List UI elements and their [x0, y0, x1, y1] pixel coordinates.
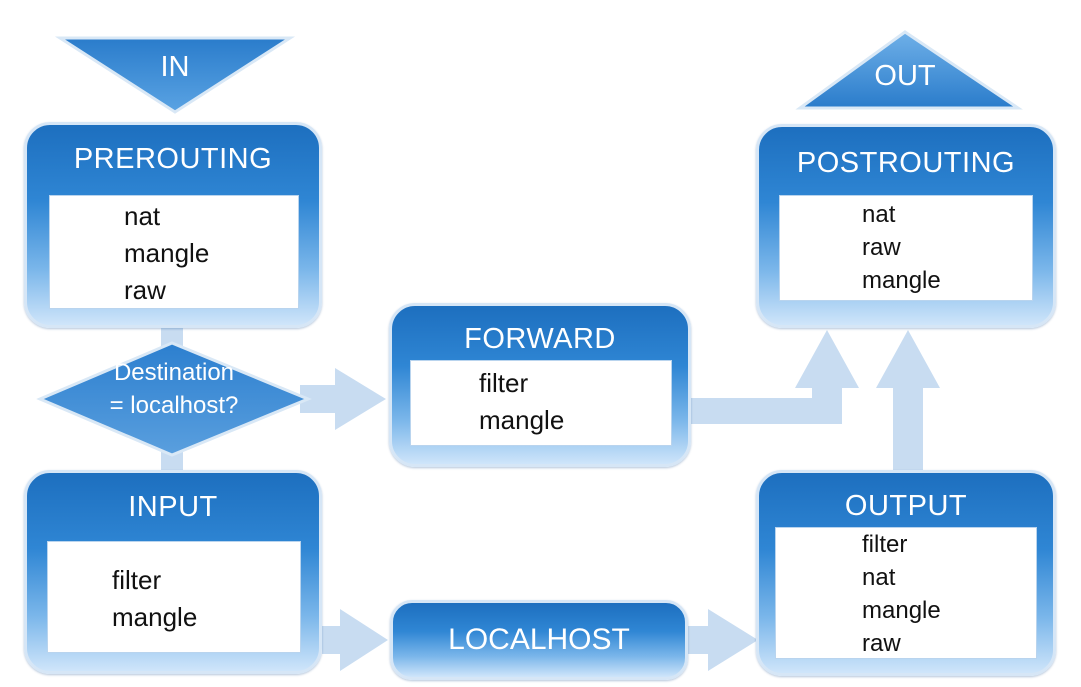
output-to-postrouting-arrow — [876, 330, 940, 470]
prerouting-tables: nat mangle raw — [49, 195, 299, 309]
decision-to-forward-arrow — [300, 368, 386, 430]
table-item: nat — [862, 564, 896, 591]
out-triangle — [795, 30, 1023, 110]
input-to-localhost-arrow — [322, 609, 388, 671]
in-triangle — [54, 36, 296, 114]
forward-title: FORWARD — [464, 323, 616, 355]
table-item: raw — [862, 234, 901, 261]
table-item: filter — [479, 368, 529, 398]
localhost-box: LOCALHOST — [390, 600, 688, 680]
postrouting-title: POSTROUTING — [796, 147, 1016, 179]
decision-label-line1: Destination — [113, 359, 235, 386]
input-title: INPUT — [128, 491, 218, 523]
table-item: mangle — [112, 602, 198, 632]
table-item: filter — [862, 531, 908, 558]
table-item: mangle — [862, 267, 941, 294]
decision-diamond — [36, 341, 312, 457]
prerouting-chain: PREROUTING nat mangle raw — [24, 122, 322, 328]
forward-chain: FORWARD filter mangle — [389, 303, 691, 467]
localhost-label: LOCALHOST — [448, 623, 630, 656]
prerouting-title: PREROUTING — [73, 143, 273, 175]
output-chain: OUTPUT filter nat mangle raw — [756, 470, 1056, 676]
table-item: raw — [124, 275, 166, 305]
localhost-to-output-arrow — [688, 609, 758, 671]
output-title: OUTPUT — [844, 490, 968, 522]
decision-label: Destination = localhost? — [40, 356, 308, 422]
table-item: filter — [112, 565, 162, 595]
out-label: OUT — [874, 60, 936, 92]
table-item: mangle — [479, 405, 565, 435]
table-item: mangle — [124, 238, 210, 268]
forward-tables: filter mangle — [410, 360, 672, 446]
input-chain: INPUT filter mangle — [24, 470, 322, 674]
output-tables: filter nat mangle raw — [775, 527, 1037, 659]
table-item: raw — [862, 630, 901, 657]
in-label: IN — [160, 51, 190, 83]
table-item: mangle — [862, 597, 941, 624]
decision-label-line2: = localhost? — [109, 392, 239, 419]
input-tables: filter mangle — [47, 541, 301, 653]
postrouting-chain: POSTROUTING nat raw mangle — [756, 124, 1056, 328]
table-item: nat — [124, 201, 161, 231]
table-item: nat — [862, 201, 896, 228]
postrouting-tables: nat raw mangle — [779, 195, 1033, 301]
forward-to-postrouting-arrow — [688, 330, 859, 424]
